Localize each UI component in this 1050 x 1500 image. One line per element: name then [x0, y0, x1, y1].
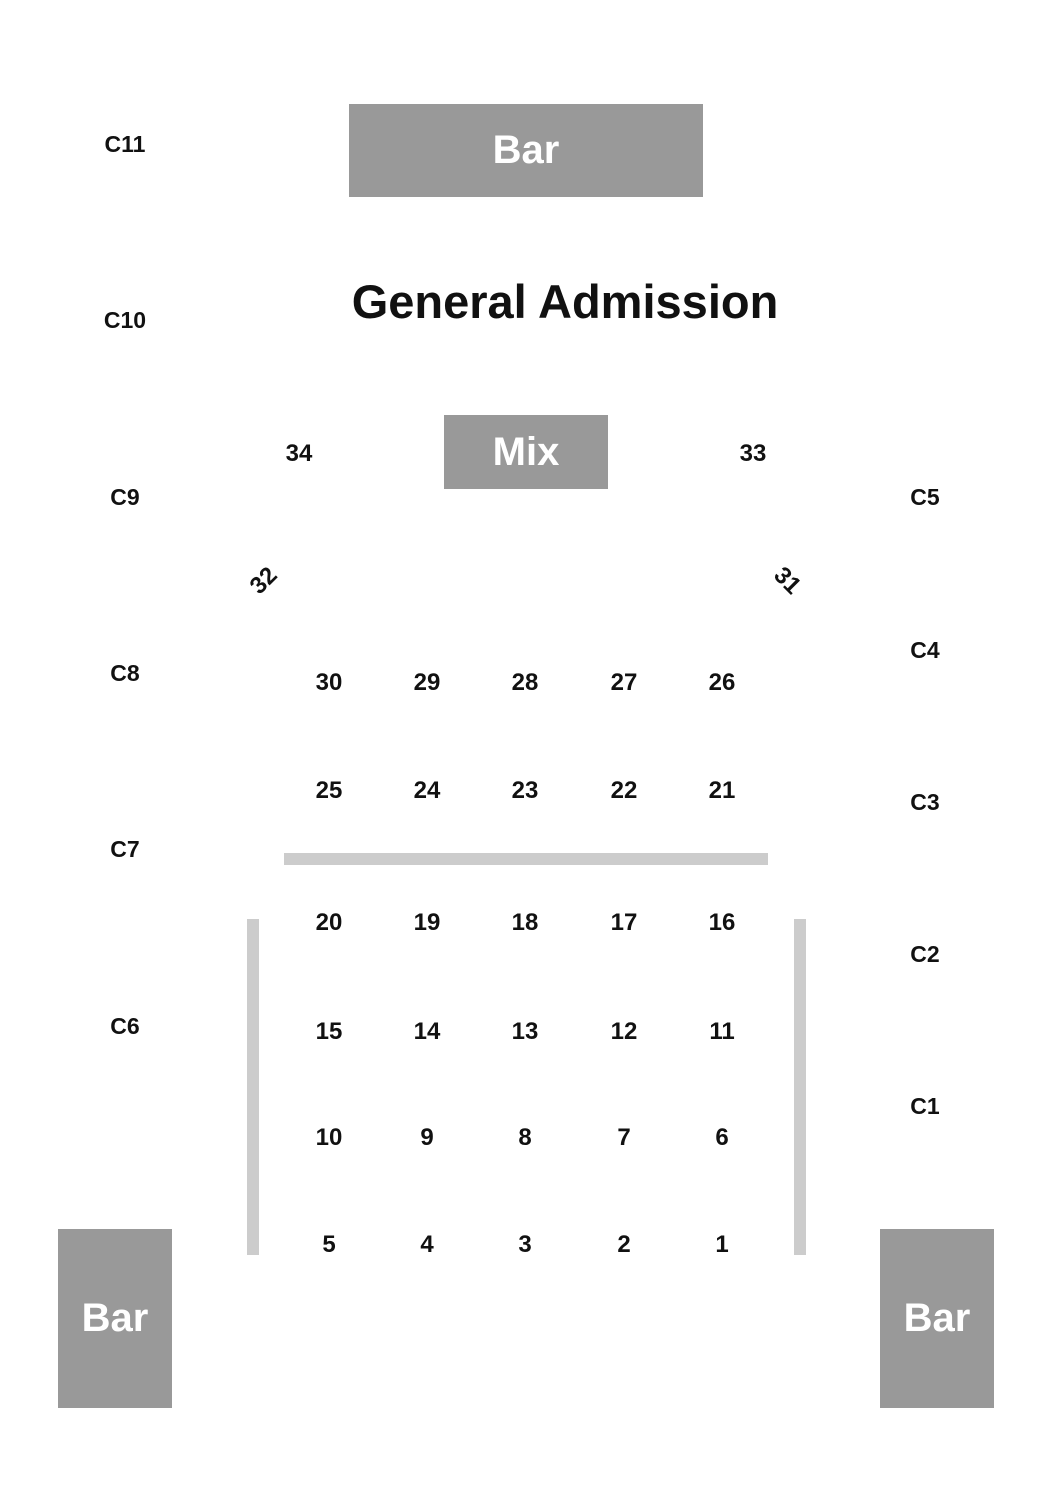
- column-label-c4[interactable]: C4: [910, 637, 940, 663]
- table-11[interactable]: 11: [709, 1018, 735, 1045]
- table-25[interactable]: 25: [315, 777, 343, 804]
- column-label-c3[interactable]: C3: [910, 789, 940, 815]
- table-34[interactable]: 34: [285, 440, 313, 467]
- table-30[interactable]: 30: [315, 669, 343, 696]
- table-4[interactable]: 4: [420, 1231, 434, 1258]
- table-10[interactable]: 10: [315, 1124, 343, 1151]
- table-22[interactable]: 22: [610, 777, 638, 804]
- column-label-c9[interactable]: C9: [110, 484, 140, 510]
- column-label-c5[interactable]: C5: [910, 484, 940, 510]
- table-2[interactable]: 2: [617, 1231, 631, 1258]
- table-1[interactable]: 1: [715, 1231, 729, 1258]
- table-18[interactable]: 18: [511, 909, 539, 936]
- rail-left: [247, 919, 259, 1255]
- table-5[interactable]: 5: [322, 1231, 336, 1258]
- rail-right: [794, 919, 806, 1255]
- table-15[interactable]: 15: [315, 1018, 343, 1045]
- table-6[interactable]: 6: [715, 1124, 729, 1151]
- bar-left-label: Bar: [81, 1296, 149, 1340]
- mix-label: Mix: [492, 429, 560, 474]
- table-8[interactable]: 8: [518, 1124, 532, 1151]
- general-admission-title: General Admission: [351, 275, 779, 328]
- mix-position: Mix: [444, 415, 608, 489]
- table-12[interactable]: 12: [610, 1018, 638, 1045]
- table-3[interactable]: 3: [518, 1231, 532, 1258]
- table-32[interactable]: 32: [244, 561, 283, 600]
- rail-horizontal: [284, 853, 768, 865]
- bar-bottom-left: Bar: [58, 1229, 172, 1408]
- column-label-c1[interactable]: C1: [910, 1093, 940, 1119]
- table-28[interactable]: 28: [511, 669, 539, 696]
- table-19[interactable]: 19: [413, 909, 441, 936]
- table-9[interactable]: 9: [420, 1124, 434, 1151]
- table-23[interactable]: 23: [511, 777, 539, 804]
- table-31[interactable]: 31: [768, 561, 807, 600]
- table-24[interactable]: 24: [413, 777, 441, 804]
- column-label-c6[interactable]: C6: [110, 1013, 140, 1039]
- table-16[interactable]: 16: [708, 909, 736, 936]
- table-17[interactable]: 17: [610, 909, 638, 936]
- table-26[interactable]: 26: [708, 669, 736, 696]
- table-20[interactable]: 20: [315, 909, 343, 936]
- table-33[interactable]: 33: [739, 440, 767, 467]
- table-27[interactable]: 27: [610, 669, 638, 696]
- table-14[interactable]: 14: [413, 1018, 441, 1045]
- table-29[interactable]: 29: [413, 669, 441, 696]
- table-13[interactable]: 13: [511, 1018, 539, 1045]
- bar-bottom-right: Bar: [880, 1229, 994, 1408]
- column-label-c2[interactable]: C2: [910, 941, 940, 967]
- bar-right-label: Bar: [903, 1296, 971, 1340]
- column-label-c11[interactable]: C11: [104, 131, 146, 157]
- table-21[interactable]: 21: [708, 777, 736, 804]
- bar-top-label: Bar: [492, 128, 560, 172]
- bar-top: Bar: [349, 104, 703, 197]
- column-label-c7[interactable]: C7: [110, 836, 140, 862]
- column-label-c8[interactable]: C8: [110, 660, 140, 686]
- table-7[interactable]: 7: [617, 1124, 631, 1151]
- column-label-c10[interactable]: C10: [103, 307, 147, 333]
